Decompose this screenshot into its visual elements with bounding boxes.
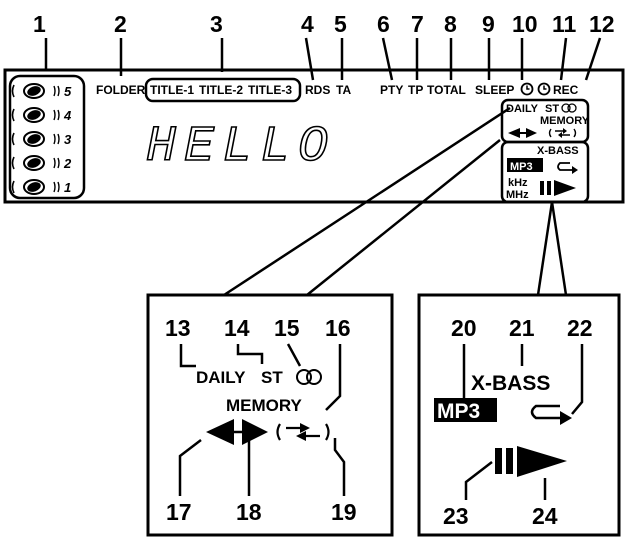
callout-7: 7 [411, 11, 424, 37]
callout-9: 9 [482, 11, 495, 37]
sleep-indicator: SLEEP [475, 83, 514, 97]
callout-24: 24 [532, 503, 558, 529]
zoom-leaders [223, 106, 568, 297]
callout-16: 16 [325, 315, 351, 341]
callout-23: 23 [443, 503, 469, 529]
memory-indicator: MEMORY [540, 115, 590, 127]
preset-4: 4 [11, 107, 72, 123]
zoom-daily-label: DAILY [196, 368, 246, 387]
callout-2: 2 [114, 11, 127, 37]
preset-number: 5 [64, 84, 72, 99]
preset-list: 5 4 3 2 1 [11, 83, 72, 195]
zoom-memory-label: MEMORY [226, 396, 303, 415]
preset-number: 2 [63, 156, 72, 171]
st-indicator: ST [545, 103, 559, 115]
callout-18: 18 [236, 499, 262, 525]
zoom-right-leaders [462, 344, 584, 500]
title-2-indicator: TITLE-2 [199, 83, 243, 97]
tuning-arrows-icon [508, 128, 537, 138]
zoom-play-pause-icon [495, 446, 567, 477]
preset-group [8, 74, 86, 200]
zoom-box-left [146, 293, 394, 537]
lower-indicator-group [500, 140, 590, 204]
rec-indicator: REC [553, 83, 579, 97]
title-group [144, 77, 302, 103]
callout-17: 17 [166, 499, 192, 525]
khz-indicator: kHz [508, 177, 528, 189]
main-segment-display: HELLO [146, 119, 336, 176]
mp3-label: MP3 [510, 161, 533, 173]
callout-14: 14 [224, 315, 250, 341]
zoom-mp3-badge [434, 398, 497, 422]
zoom-repeat-icon [530, 404, 572, 425]
zoom-xbass-label: X-BASS [471, 372, 550, 395]
zoom-mp3-label: MP3 [437, 400, 480, 423]
zoom-st-label: ST [261, 368, 283, 387]
top-leader-lines [44, 37, 602, 81]
title-3-indicator: TITLE-3 [248, 83, 292, 97]
callout-11: 11 [552, 11, 577, 37]
callout-20: 20 [451, 315, 477, 341]
preset-3: 3 [11, 131, 72, 147]
zoom-stereo-icon [296, 369, 322, 385]
callout-3: 3 [210, 11, 223, 37]
mhz-indicator: MHz [506, 189, 529, 201]
rds-indicator: RDS [305, 83, 330, 97]
callout-15: 15 [274, 315, 300, 341]
callout-4: 4 [301, 11, 314, 37]
callout-5: 5 [334, 11, 347, 37]
ta-indicator: TA [336, 83, 351, 97]
pty-indicator: PTY [380, 83, 403, 97]
total-indicator: TOTAL [427, 83, 466, 97]
zoom-box-right [417, 293, 621, 537]
callout-1: 1 [33, 11, 46, 37]
play-pause-icon [540, 180, 576, 196]
repeat-icon [557, 162, 578, 174]
callout-10: 10 [512, 11, 538, 37]
mp3-badge [507, 158, 543, 172]
zoom-random-icon [276, 423, 330, 441]
callout-13: 13 [165, 315, 191, 341]
clock-icon [520, 82, 534, 96]
zoom-left-leaders [178, 343, 346, 496]
preset-5: 5 [11, 83, 72, 99]
preset-number: 1 [64, 180, 71, 195]
callout-19: 19 [331, 499, 357, 525]
lcd-panel [3, 68, 625, 204]
random-icon [548, 128, 577, 138]
preset-1: 1 [11, 179, 71, 195]
preset-number: 4 [63, 108, 72, 123]
stereo-icon [561, 103, 577, 113]
preset-number: 3 [64, 132, 72, 147]
daily-indicator: DAILY [506, 103, 539, 115]
xbass-indicator: X-BASS [537, 145, 579, 157]
callout-21: 21 [509, 315, 535, 341]
preset-2: 2 [11, 155, 72, 171]
tp-indicator: TP [408, 83, 423, 97]
timer-clock-icon [537, 82, 551, 96]
folder-indicator: FOLDER [96, 83, 146, 97]
zoom-tuning-arrows-icon [206, 419, 268, 445]
callout-6: 6 [377, 11, 390, 37]
callout-8: 8 [444, 11, 457, 37]
callout-12: 12 [589, 11, 615, 37]
callout-22: 22 [567, 315, 593, 341]
title-1-indicator: TITLE-1 [150, 83, 194, 97]
